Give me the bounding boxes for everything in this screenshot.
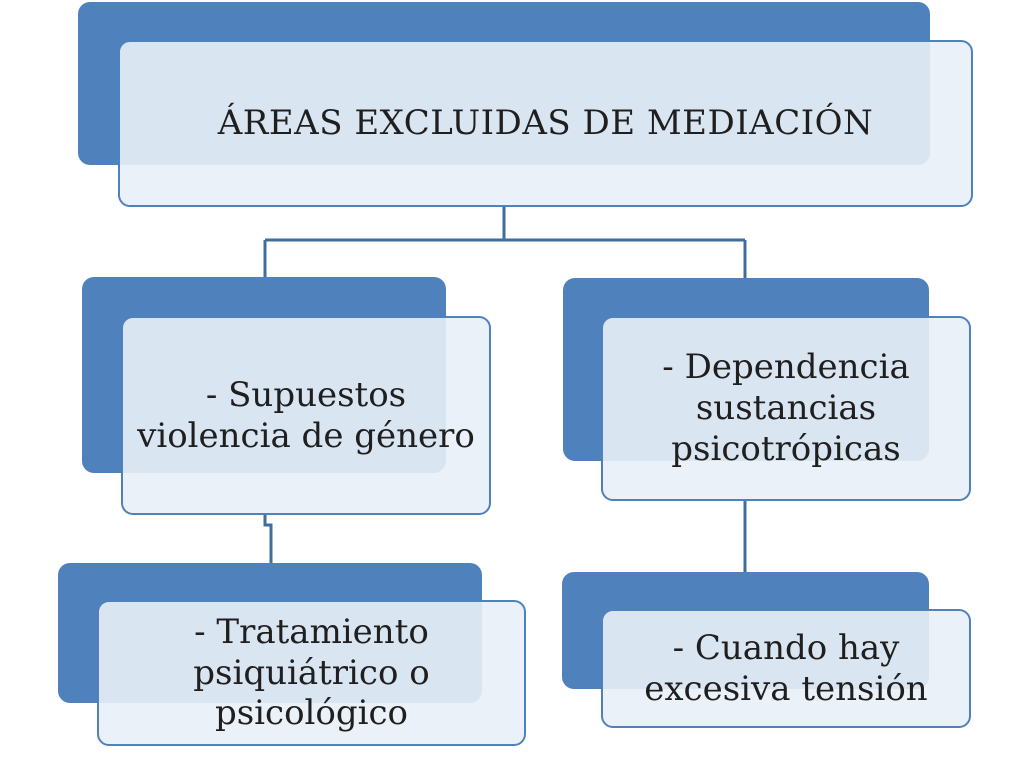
left-child-node-box: - Tratamiento psiquiátrico o psicológico: [97, 600, 526, 746]
right-node-label: - Dependencia sustancias psicotrópicas: [662, 347, 910, 469]
connector-root-to-children: [263, 207, 747, 278]
left-child-node-label: - Tratamiento psiquiátrico o psicológico: [193, 611, 430, 734]
right-node-box: - Dependencia sustancias psicotrópicas: [601, 316, 971, 501]
right-child-node-label: - Cuando hay excesiva tensión: [644, 627, 928, 709]
right-child-node-box: - Cuando hay excesiva tensión: [601, 609, 971, 728]
root-node-box: ÁREAS EXCLUIDAS DE MEDIACIÓN: [118, 40, 973, 207]
connector-left-to-left-child: [263, 515, 273, 563]
left-node-label: - Supuestos violencia de género: [137, 374, 475, 456]
left-node-box: - Supuestos violencia de género: [121, 316, 491, 515]
root-node-label: ÁREAS EXCLUIDAS DE MEDIACIÓN: [217, 103, 874, 144]
